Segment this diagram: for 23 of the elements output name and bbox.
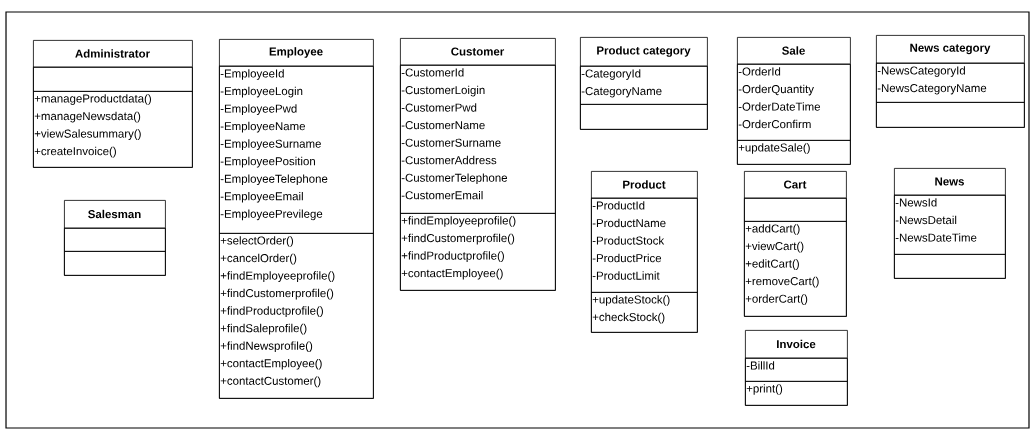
attribute-list: -NewsCategoryId -NewsCategoryName [876,63,1025,103]
attribute-list: -CategoryId -CategoryName [580,66,708,105]
empty-compartment [580,104,708,130]
attribute-list: -CustomerId -CustomerLoigin -CustomerPwd -CustomerName -CustomerSurname -CustomerAddress -CustomerTelephone -CustomerEmail [400,65,556,214]
empty-compartment [64,228,166,252]
method-list: +findEmployeeprofile() +findCustomerprofile() +findProductprofile() +contactEmployee() [400,213,556,291]
empty-compartment [894,254,1006,279]
empty-compartment [744,198,847,222]
empty-compartment [876,102,1025,128]
empty-compartment [33,67,193,92]
empty-compartment [64,251,166,276]
class-box: Salesman [63,200,166,276]
method-list: +selectOrder() +cancelOrder() +findEmployeeprofile() +findCustomerprofile() +findProductprofile() +findSaleprofile() +findNewsprofile() +contactEmployee() +contactCustomer() [219,233,374,399]
method-list: +print() [745,381,848,406]
attribute-list: -ProductId -ProductName -ProductStock -ProductPrice -ProductLimit [591,198,698,293]
attribute-list: -EmployeeId -EmployeeLogin -EmployeePwd -EmployeeName -EmployeeSurname -EmployeePosition -EmployeeTelephone -EmployeeEmail -EmployeePrevilege [219,66,374,234]
method-list: +manageProductdata() +manageNewsdata() +viewSalesummary() +createInvoice() [33,91,193,168]
method-list: +addCart() +viewCart() +editCart() +removeCart() +orderCart() [744,221,847,317]
attribute-list: -OrderId -OrderQuantity -OrderDateTime -OrderConfirm [737,64,851,141]
method-list: +updateStock() +checkStock() [591,292,698,333]
method-list: +updateSale() [737,140,851,165]
attribute-list: -BillId [745,358,848,382]
attribute-list: -NewsId -NewsDetail -NewsDateTime [894,195,1006,255]
